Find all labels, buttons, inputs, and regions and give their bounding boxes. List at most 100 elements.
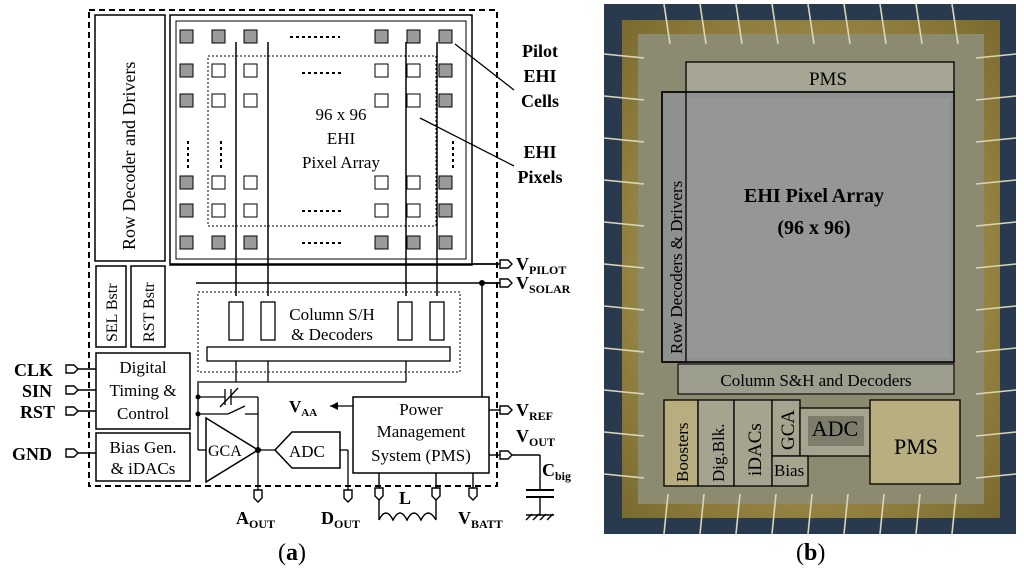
bond-wire [807,4,815,45]
ehi-pixel [211,203,226,218]
bond-wire [604,95,645,101]
array-label-line1: 96 x 96 [316,105,367,124]
die-boosters-label: Boosters [673,423,692,483]
array-label-line3: Pixel Array [302,153,380,172]
chip-boundary [88,9,498,487]
adc-label: ADC [289,442,325,461]
rst-bstr-block: RST Bstr [130,265,166,348]
die-gca-label: GCA [778,410,799,450]
ehi-pixel [211,175,226,190]
vsolar-sub: SOLAR [529,282,571,296]
pilot-label-line1: Pilot [522,41,558,61]
bond-wire [735,4,743,45]
ehi-pixel [374,175,389,190]
bond-wire [915,4,923,45]
bond-wire [975,53,1016,59]
left-pins: CLK SIN RST GND [12,360,96,464]
inductor-label: L [399,488,411,508]
pilot-ehi-cell [438,29,453,44]
die-adc-label: ADC [812,416,858,441]
pin-clk-label: CLK [14,360,53,380]
bond-wires [604,4,1016,534]
column-sh-line1: Column S/H [289,305,375,324]
bond-wire [735,493,741,534]
bond-wire [604,137,645,143]
pixels-label-line2: Pixels [518,167,563,187]
vbatt-sub: BATT [471,517,503,531]
die-idacs-label: iDACs [745,423,766,476]
pilot-cells-annotation: Pilot EHI Cells [454,41,559,111]
vaa-output: VAA [289,397,353,419]
pilot-ehi-cell [243,29,258,44]
bond-wire [604,53,645,59]
pms-label-line2: Management [377,422,466,441]
ehi-pixel [211,63,226,78]
ehi-pixel [374,63,389,78]
bond-wire [951,493,957,534]
pilot-ehi-cell [438,175,453,190]
inner-array-dotted [207,55,437,227]
row-decoder-label: Row Decoder and Drivers [119,62,139,250]
svg-text:VPILOT: VPILOT [516,254,566,277]
pilot-ehi-cell [438,93,453,108]
gca-label: GCA [208,443,242,460]
sel-bstr-block: SEL Bstr [95,265,127,348]
pilot-ehi-cell [179,29,194,44]
vout-sub: OUT [529,435,555,449]
vbatt-v: V [458,508,471,528]
bond-wire [604,389,645,395]
caption-b-text: b [804,540,818,566]
svg-text:VSOLAR: VSOLAR [516,273,571,296]
right-pins [472,259,554,521]
pilot-label-line2: EHI [523,66,556,86]
bond-wire [604,473,645,479]
die-bias-label: Bias [774,461,804,480]
cbig-c: C [542,460,555,480]
bond-wire [951,4,959,45]
pms-block: Power Management System (PMS) [352,396,490,474]
column-sh-line2: & Decoders [291,325,373,344]
pin-rst-label: RST [20,402,55,422]
vpilot-v: V [516,254,529,274]
digital-label-line3: Control [117,404,169,423]
vref-v: V [516,400,529,420]
bond-wire [604,221,645,227]
die-pms-top-label: PMS [809,69,847,90]
pilot-label-line3: Cells [521,91,559,111]
pilot-ehi-cell [374,235,389,250]
ehi-pixel [243,63,258,78]
die-pms-bottom-label: PMS [894,434,938,459]
column-wires [170,42,499,398]
svg-text:AOUT: AOUT [236,508,275,531]
pin-sin-label: SIN [22,381,52,401]
bond-wire [699,493,705,534]
die-bottom-blocks [663,399,961,487]
pms-label-line1: Power [399,400,443,419]
pilot-ehi-cell [243,235,258,250]
ehi-pixel [243,93,258,108]
pixels-annotation: EHI Pixels [419,117,563,187]
bond-wire [975,347,1016,353]
die-array-title: EHI Pixel Array [744,185,884,207]
bond-wire [975,137,1016,143]
pms-label-line3: System (PMS) [371,446,471,465]
die-row-decoders [661,91,687,363]
die-digblk-label: Dig.Blk. [709,423,728,482]
digital-label-line2: Timing & [110,381,177,400]
bond-wire [975,389,1016,395]
pilot-ehi-cell [438,203,453,218]
pilot-ehi-cell [179,93,194,108]
bond-wire [807,493,813,534]
bond-wire [975,95,1016,101]
bond-wire [604,179,645,185]
svg-text:VAA: VAA [289,397,317,419]
bond-wire [879,493,885,534]
ehi-pixel [374,93,389,108]
bond-wire [975,473,1016,479]
bond-wire [771,4,779,45]
svg-text:DOUT: DOUT [321,508,360,531]
array-ellipsis [187,36,454,244]
vaa-v: V [289,397,302,416]
ehi-pixel [374,203,389,218]
pilot-ehi-cell [406,235,421,250]
